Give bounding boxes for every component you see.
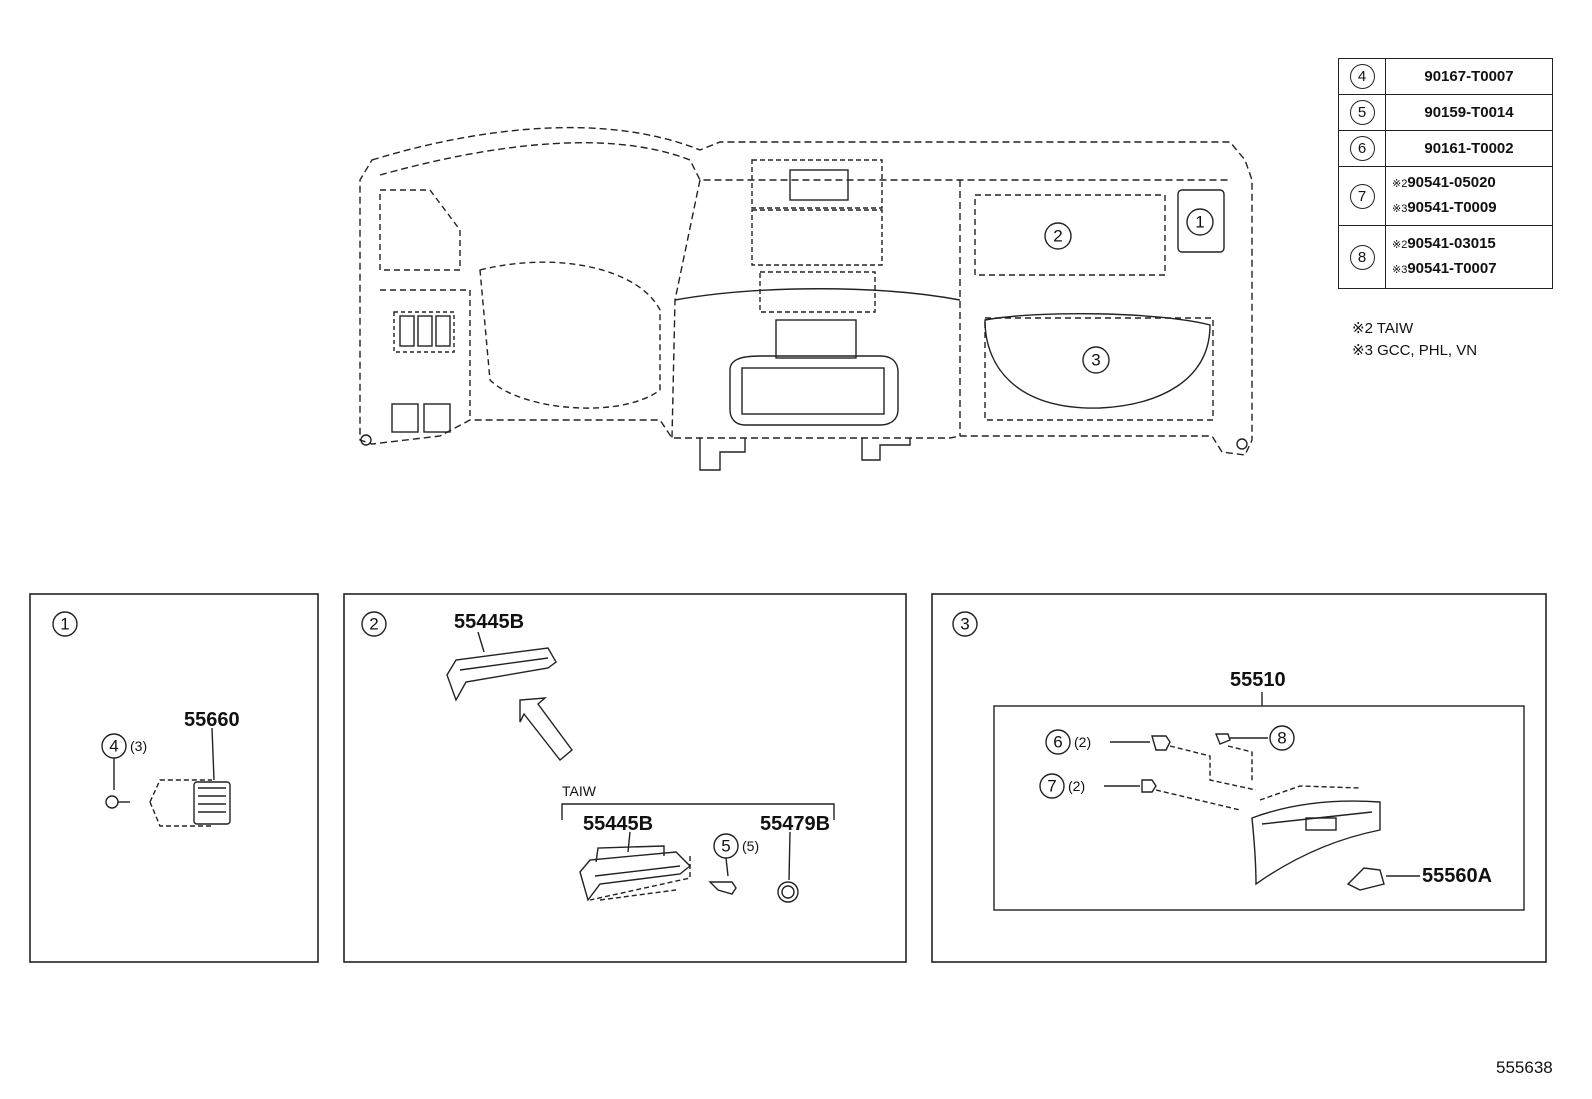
callout-5: 5 <box>1349 100 1375 125</box>
instrument-panel <box>359 126 1253 471</box>
part-number-55560a: 55560A <box>1422 865 1492 887</box>
fastener-6-qty: (2) <box>1074 734 1091 750</box>
fastener-5-label: 5 <box>721 837 730 856</box>
fastener-7-qty: (2) <box>1068 778 1085 794</box>
callout-7: 7 <box>1349 183 1375 209</box>
part-number-55445b: 55445B <box>583 813 653 835</box>
note-taiw: ※2 TAIW <box>1352 320 1414 337</box>
part-number-55510: 55510 <box>1230 669 1286 691</box>
callout-6: 6 <box>1349 136 1375 161</box>
callout-8: 8 <box>1349 244 1375 270</box>
panel-1-drawing <box>101 727 231 827</box>
part-number-55479b: 55479B <box>760 813 830 835</box>
part-number: 90541-03015 <box>1407 235 1496 252</box>
detail-panel-1 <box>29 593 319 963</box>
part-number-table: 4 90167-T0007 5 90159-T0014 6 90161-T000… <box>1338 58 1553 289</box>
region-label-taiw: TAIW <box>562 783 597 799</box>
callout-4: 4 <box>1349 64 1375 89</box>
part-number: 90541-T0007 <box>1407 260 1497 277</box>
fastener-4-label: 4 <box>109 737 118 756</box>
note-gcc: ※3 GCC, PHL, VN <box>1352 342 1478 359</box>
panel-3-title: 3 <box>960 615 969 634</box>
part-number: 90541-05020 <box>1407 174 1496 191</box>
panel-3-badge <box>952 611 978 637</box>
part-number: 90167-T0007 <box>1424 68 1514 85</box>
panel-2-drawing <box>446 631 835 903</box>
table-row: 5 90159-T0014 <box>1338 94 1553 131</box>
part-number: 90541-T0009 <box>1407 199 1497 216</box>
region-mark: ※3 <box>1392 203 1408 215</box>
part-number: 90159-T0014 <box>1424 104 1514 121</box>
callout-3-main <box>1082 346 1110 374</box>
panel-2-title: 2 <box>369 615 378 634</box>
glove-box-assembly-frame <box>993 705 1525 911</box>
fastener-4-qty: (3) <box>130 738 147 754</box>
detail-panel-3 <box>931 593 1547 963</box>
table-row: 7 ※290541-05020 ※390541-T0009 <box>1338 166 1553 226</box>
panel-1-title: 1 <box>60 615 69 634</box>
callout-1-label: 1 <box>1195 213 1204 232</box>
part-number-55445b-top: 55445B <box>454 611 524 633</box>
detail-panel-2 <box>343 593 907 963</box>
table-row: 4 90167-T0007 <box>1338 58 1553 95</box>
callout-1-main <box>1186 208 1214 236</box>
diagram-reference-number: 555638 <box>1496 1058 1553 1077</box>
region-mark: ※2 <box>1392 178 1408 190</box>
callout-2-label: 2 <box>1053 227 1062 246</box>
region-mark: ※3 <box>1392 264 1408 276</box>
fastener-8-label: 8 <box>1277 729 1286 748</box>
fastener-6-label: 6 <box>1053 733 1062 752</box>
panel-3-drawing <box>1039 725 1420 891</box>
region-notes: ※2 TAIW ※3 GCC, PHL, VN <box>1352 318 1477 362</box>
fastener-7-label: 7 <box>1047 777 1056 796</box>
panel-2-badge <box>361 611 387 637</box>
panel-1-badge <box>52 611 78 637</box>
callout-3-label: 3 <box>1091 351 1100 370</box>
region-mark: ※2 <box>1392 239 1408 251</box>
part-number-55660: 55660 <box>184 709 240 731</box>
fastener-5-qty: (5) <box>742 838 759 854</box>
part-number: 90161-T0002 <box>1424 140 1514 157</box>
callout-2-main <box>1044 222 1072 250</box>
table-row: 8 ※290541-03015 ※390541-T0007 <box>1338 225 1553 289</box>
table-row: 6 90161-T0002 <box>1338 130 1553 167</box>
